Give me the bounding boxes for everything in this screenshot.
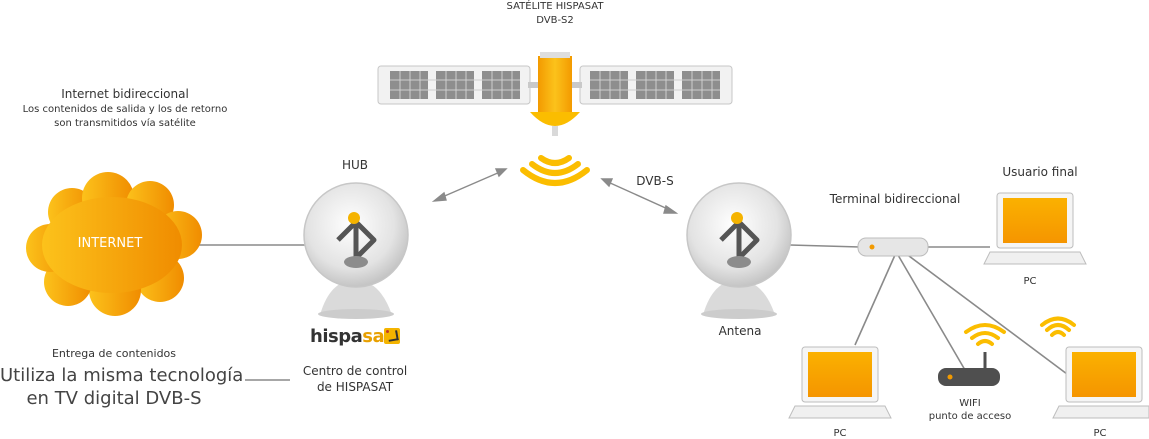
terminal-pc2-line	[904, 252, 1076, 381]
downlink-arrow	[600, 178, 679, 214]
uplink-arrow	[431, 168, 508, 202]
pc-bottom-left	[788, 346, 892, 419]
satellite-body	[538, 56, 572, 112]
connection-lines	[195, 244, 1076, 381]
control-center-line2: de HISPASAT	[316, 380, 394, 394]
internet-info-line3: son transmitidos vía satélite	[54, 118, 196, 129]
end-user-label: Usuario final	[1002, 165, 1078, 179]
pc-label-bottom-right: PC	[1093, 428, 1107, 439]
delivery-line2: en TV digital DVB-S	[26, 388, 202, 409]
pc-end-user	[983, 192, 1087, 265]
terminal-device	[857, 237, 929, 257]
internet-info-line2: Los contenidos de salida y los de retorn…	[22, 104, 228, 115]
internet-cloud	[26, 172, 202, 316]
wifi-router	[938, 323, 1006, 386]
hispasat-logo: hispasat	[310, 326, 400, 348]
pc-bottom-right	[1040, 316, 1149, 419]
pc-wifi-icon	[1040, 316, 1076, 337]
terminal-label: Terminal bidireccional	[829, 192, 961, 206]
terminal-pc-line	[854, 254, 896, 346]
satellite-signal-icon	[520, 155, 590, 186]
wifi-icon	[964, 323, 1006, 346]
satellite-standard: DVB-S2	[536, 15, 574, 26]
internet-info-title: Internet bidireccional	[61, 87, 189, 101]
hub-dish	[303, 182, 409, 319]
hispasat-logo-icon	[384, 328, 400, 344]
antenna-dish	[686, 182, 792, 319]
antenna-label: Antena	[718, 324, 762, 338]
control-center-line1: Centro de control	[302, 364, 408, 378]
delivery-line1: Utiliza la misma tecnología	[0, 365, 244, 386]
antenna-terminal-line	[789, 244, 861, 248]
satellite	[377, 52, 733, 136]
terminal-wifi-line	[897, 254, 966, 371]
hub-label: HUB	[341, 158, 369, 172]
wifi-label: WIFI	[959, 398, 981, 409]
satellite-name: SATÉLITE HISPASAT	[506, 1, 604, 12]
pc-label-end-user: PC	[1023, 276, 1037, 287]
wifi-sublabel: punto de acceso	[928, 411, 1012, 422]
downlink-label: DVB-S	[636, 174, 674, 188]
delivery-heading: Entrega de contenidos	[51, 347, 177, 360]
pc-label-bottom-left: PC	[833, 428, 847, 439]
internet-label: INTERNET	[77, 236, 143, 251]
